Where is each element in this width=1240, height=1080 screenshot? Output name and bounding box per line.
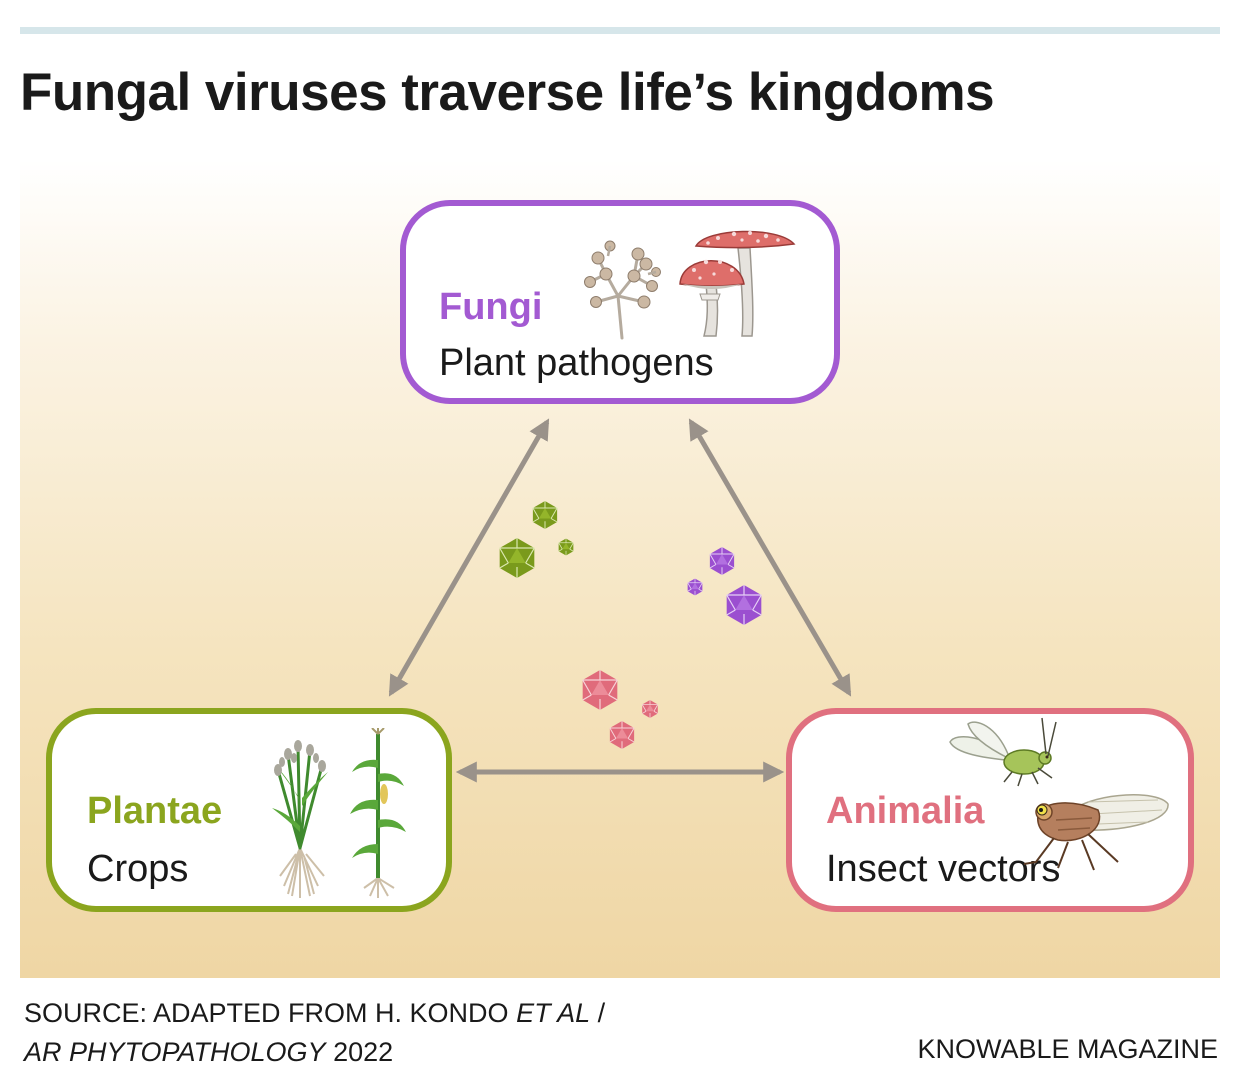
plantae-name: Plantae [87,790,223,832]
animalia-name: Animalia [826,790,985,832]
diagram-svg [388,418,852,783]
virus-particle-icon [726,585,762,625]
page-title: Fungal viruses traverse life’s kingdoms [20,63,995,122]
fungi-desc: Plant pathogens [439,342,714,384]
mushroom-icon [679,230,796,337]
aphid-icon [949,717,1057,787]
publisher-credit: KNOWABLE MAGAZINE [917,1034,1218,1064]
virus-particle-icon [641,700,659,718]
virus-particle-icon [709,547,735,575]
virus-particle-icon [558,538,574,556]
virus-particle-icon [687,578,703,596]
rice-plant-icon [272,740,328,898]
plantae-box: Plantae Crops [46,708,452,912]
arrow-fungi-plantae [388,418,550,697]
virus-particle-icon [582,670,618,710]
plantae-desc: Crops [87,848,189,890]
fungi-box: Fungi Plant pathogens [400,200,840,404]
top-rule [20,27,1220,34]
mold-icon [584,240,661,340]
source-prefix: SOURCE: ADAPTED FROM H. KONDO [24,998,517,1028]
source-year: 2022 [325,1037,394,1067]
source-note: SOURCE: ADAPTED FROM H. KONDO ET AL / AR… [24,994,605,1072]
animalia-desc: Insect vectors [826,848,1061,890]
virus-particle-icon [499,538,535,578]
source-journal: AR PHYTOPATHOLOGY [24,1037,326,1067]
leafhopper-icon [1023,794,1169,871]
source-separator: / [590,998,606,1028]
source-etal: ET AL [516,998,591,1028]
arrow-fungi-animalia [688,418,852,697]
fungi-name: Fungi [439,286,543,328]
virus-particle-icon [609,721,635,749]
corn-plant-icon [350,728,406,898]
diagram-panel: Fungi Plant pathogens Plan [20,160,1220,978]
virus-particle-icon [532,501,558,529]
animalia-box: Animalia Insect vectors [786,708,1194,912]
